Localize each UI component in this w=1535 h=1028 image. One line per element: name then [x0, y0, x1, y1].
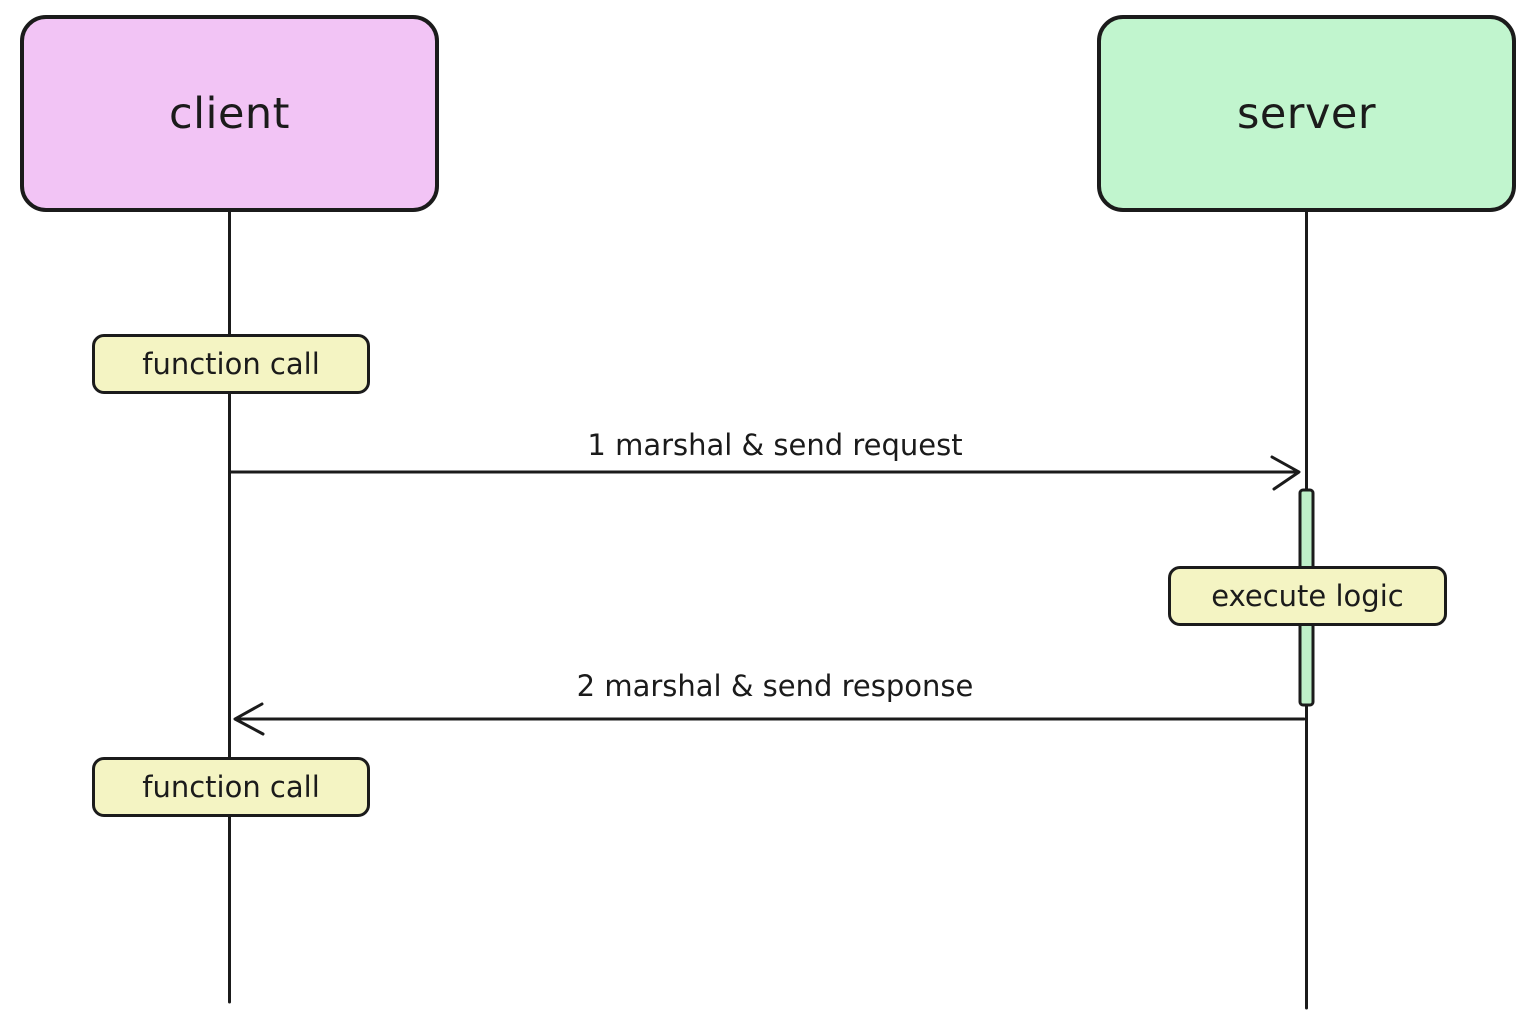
note-execute-logic-label: execute logic [1211, 579, 1404, 613]
note-function-call-2: function call [92, 757, 370, 817]
actor-server-label: server [1236, 88, 1377, 139]
request-arrowhead-icon [1270, 455, 1301, 491]
note-execute-logic: execute logic [1168, 566, 1447, 626]
actor-client: client [20, 15, 439, 212]
actor-client-label: client [168, 88, 291, 139]
note-function-call-1-label: function call [142, 347, 320, 381]
actor-server: server [1097, 15, 1516, 212]
note-function-call-1: function call [92, 334, 370, 394]
response-arrowhead-icon [233, 702, 265, 736]
message-request-label: 1 marshal & send request [587, 428, 963, 462]
note-function-call-2-label: function call [142, 770, 320, 804]
message-response-label: 2 marshal & send response [576, 669, 974, 703]
